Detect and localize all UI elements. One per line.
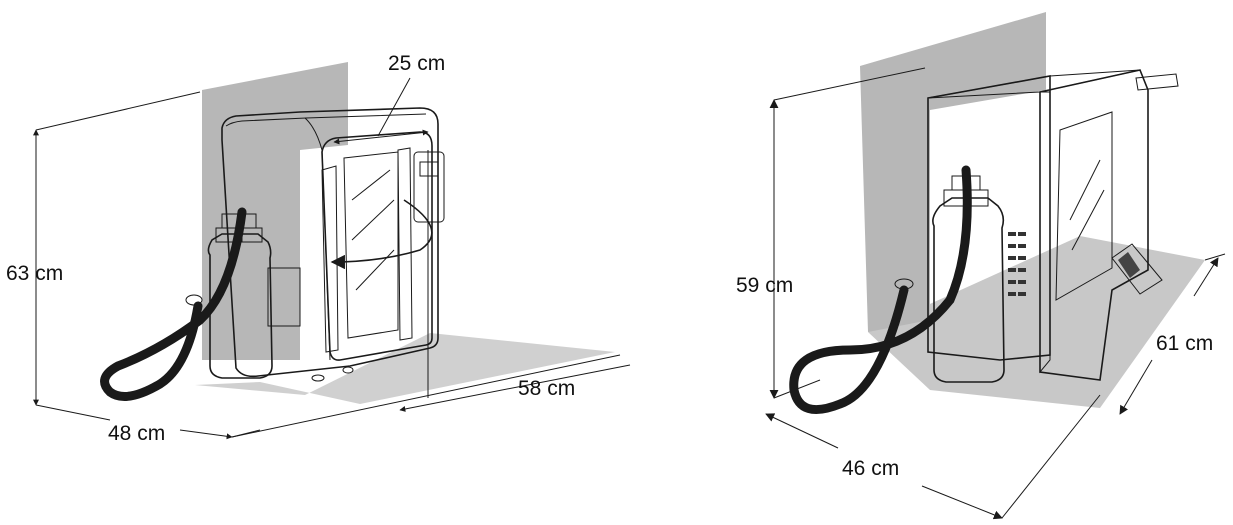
left-unit-illustration: 63 cm 48 cm 58 cm 25 cm xyxy=(6,52,631,445)
right-wall-plane xyxy=(860,12,1046,332)
right-cabinet xyxy=(927,69,1179,381)
left-door-edge xyxy=(321,165,339,353)
right-control-panel xyxy=(1111,243,1163,295)
left-height-label: 63 cm xyxy=(6,262,63,285)
left-dimension-lines xyxy=(33,77,631,440)
right-floor-plane xyxy=(868,236,1205,408)
right-vent-grille xyxy=(1008,232,1026,296)
right-depth-label: 61 cm xyxy=(1156,332,1213,355)
right-unit-illustration: 59 cm 46 cm 61 cm xyxy=(736,12,1226,520)
left-depth-label: 58 cm xyxy=(518,377,575,400)
left-width-label: 48 cm xyxy=(108,422,165,445)
left-wall-plane xyxy=(202,62,348,360)
left-bottle xyxy=(207,213,273,379)
right-dimension-lines xyxy=(765,67,1226,520)
right-window-glass xyxy=(1055,111,1113,301)
door-swing-arrow xyxy=(330,199,433,270)
right-height-label: 59 cm xyxy=(736,274,793,297)
left-door-width-label: 25 cm xyxy=(388,52,445,75)
left-vent-grille xyxy=(267,267,301,327)
left-door-glass xyxy=(343,151,399,339)
right-width-label: 46 cm xyxy=(842,457,899,480)
left-floor-plane xyxy=(195,333,615,404)
left-cabinet xyxy=(221,107,445,382)
